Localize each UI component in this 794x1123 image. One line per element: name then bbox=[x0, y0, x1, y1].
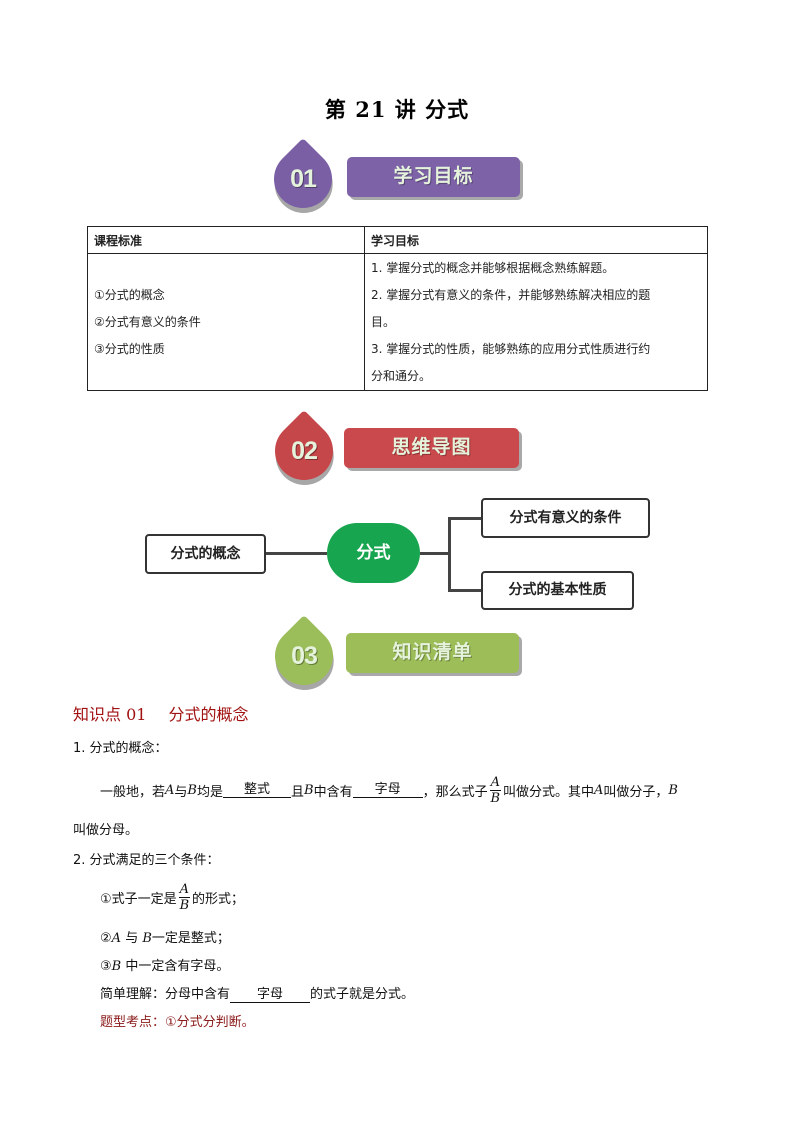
knowledge-point-heading: 知识点 01 分式的概念 bbox=[73, 701, 248, 725]
item-2-title: 2. 分式满足的三个条件： bbox=[73, 853, 220, 868]
cond-text: 中一定含有字母。 bbox=[125, 959, 230, 974]
objective-line: 目。 bbox=[371, 314, 396, 329]
fill-blank-letter: 字母 bbox=[230, 987, 311, 1003]
condition-1: ①式子一定是 A B 的形式； bbox=[100, 877, 244, 917]
mind-map-branch-bottom bbox=[448, 589, 482, 592]
section-03-number: 03 bbox=[291, 642, 318, 670]
header-course-standard: 课程标准 bbox=[87, 226, 365, 254]
def-text: 与 bbox=[174, 784, 188, 800]
section-01-banner: 学习目标 bbox=[347, 157, 520, 197]
condition-3: ③B 中一定含有字母。 bbox=[100, 955, 229, 974]
section-02-banner: 思维导图 bbox=[344, 428, 519, 468]
var-a: A bbox=[111, 931, 122, 946]
mind-map-node-meaningful-condition: 分式有意义的条件 bbox=[481, 498, 650, 538]
def-text: 叫做分式。其中 bbox=[503, 784, 595, 800]
fraction-denominator: B bbox=[490, 790, 501, 806]
exam-point: 题型考点：①分式分判断。 bbox=[100, 1015, 255, 1030]
header-learning-goal: 学习目标 bbox=[364, 226, 708, 254]
item-1-title: 1. 分式的概念： bbox=[73, 741, 168, 756]
var-b: B bbox=[187, 782, 197, 798]
mind-map-connector-left bbox=[265, 552, 327, 555]
objective-line: 分和通分。 bbox=[371, 368, 432, 383]
cond-text: 一定是整式； bbox=[151, 931, 230, 946]
knowledge-point-number: 知识点 01 bbox=[73, 705, 147, 724]
objective-line: 3. 掌握分式的性质，能够熟练的应用分式性质进行约 bbox=[371, 341, 651, 356]
simple-text: 的式子就是分式。 bbox=[310, 987, 415, 1002]
var-a: A bbox=[594, 782, 604, 798]
table-row: ①分式的概念 ②分式有意义的条件 ③分式的性质 1. 掌握分式的概念并能够根据概… bbox=[87, 253, 708, 391]
fill-blank-letter: 字母 bbox=[352, 782, 423, 798]
cond-text: ③ bbox=[100, 959, 112, 974]
def-continuation: 叫做分母。 bbox=[73, 823, 139, 838]
fraction-numerator: A bbox=[489, 774, 501, 791]
cond-text: ② bbox=[100, 931, 112, 946]
cond-text: 的形式； bbox=[192, 891, 245, 907]
mind-map-branch-top bbox=[448, 517, 482, 520]
objective-line: 1. 掌握分式的概念并能够根据概念熟练解题。 bbox=[371, 260, 615, 275]
learning-goals-table: 课程标准 学习目标 ①分式的概念 ②分式有意义的条件 ③分式的性质 1. 掌握分… bbox=[87, 226, 708, 391]
fraction-definition: 一般地，若 A 与 B 均是 整式 且 B 中含有 字母 ，那么式子 A B 叫… bbox=[100, 770, 678, 810]
mind-map-branch-vertical bbox=[448, 517, 451, 592]
knowledge-point-title: 分式的概念 bbox=[168, 705, 249, 724]
simple-text: 简单理解：分母中含有 bbox=[100, 987, 231, 1002]
def-text: ，那么式子 bbox=[422, 784, 488, 800]
section-02-number: 02 bbox=[291, 437, 318, 465]
def-text: 叫做分子， bbox=[603, 784, 669, 800]
section-01-number: 01 bbox=[290, 165, 317, 193]
def-text: 一般地，若 bbox=[100, 784, 166, 800]
table-header-row: 课程标准 学习目标 bbox=[87, 226, 708, 254]
fraction-numerator: A bbox=[178, 881, 191, 898]
def-text: 且 bbox=[291, 784, 305, 800]
fraction-a-over-b: A B bbox=[489, 774, 501, 806]
mind-map-connector-right bbox=[420, 552, 450, 555]
standard-item: ①分式的概念 bbox=[94, 287, 165, 302]
mind-map-node-basic-property: 分式的基本性质 bbox=[481, 571, 634, 610]
page-title: 第 21 讲 分式 bbox=[324, 97, 470, 122]
objective-line: 2. 掌握分式有意义的条件，并能够熟练解决相应的题 bbox=[371, 287, 651, 302]
condition-2: ②A 与 B一定是整式； bbox=[100, 927, 230, 946]
fraction-a-over-b: A B bbox=[178, 881, 191, 913]
def-text: 中含有 bbox=[313, 784, 353, 800]
standard-item: ②分式有意义的条件 bbox=[94, 314, 201, 329]
mind-map-node-concept: 分式的概念 bbox=[145, 534, 266, 574]
cond-text: ①式子一定是 bbox=[100, 891, 177, 907]
var-b: B bbox=[668, 782, 678, 798]
standard-item: ③分式的性质 bbox=[94, 341, 165, 356]
var-b: B bbox=[304, 782, 314, 798]
simple-understanding: 简单理解：分母中含有字母的式子就是分式。 bbox=[100, 983, 414, 1003]
objectives-cell: 1. 掌握分式的概念并能够根据概念熟练解题。 2. 掌握分式有意义的条件，并能够… bbox=[364, 253, 708, 391]
standards-cell: ①分式的概念 ②分式有意义的条件 ③分式的性质 bbox=[87, 253, 365, 391]
var-a: A bbox=[165, 782, 175, 798]
mind-map-center-node: 分式 bbox=[327, 523, 420, 583]
cond-text: 与 bbox=[125, 931, 139, 946]
fill-blank-integral: 整式 bbox=[223, 782, 291, 798]
section-03-banner: 知识清单 bbox=[346, 633, 519, 673]
var-b: B bbox=[142, 931, 152, 946]
var-b: B bbox=[111, 959, 122, 974]
def-text: 均是 bbox=[196, 784, 223, 800]
fraction-denominator: B bbox=[179, 897, 190, 913]
